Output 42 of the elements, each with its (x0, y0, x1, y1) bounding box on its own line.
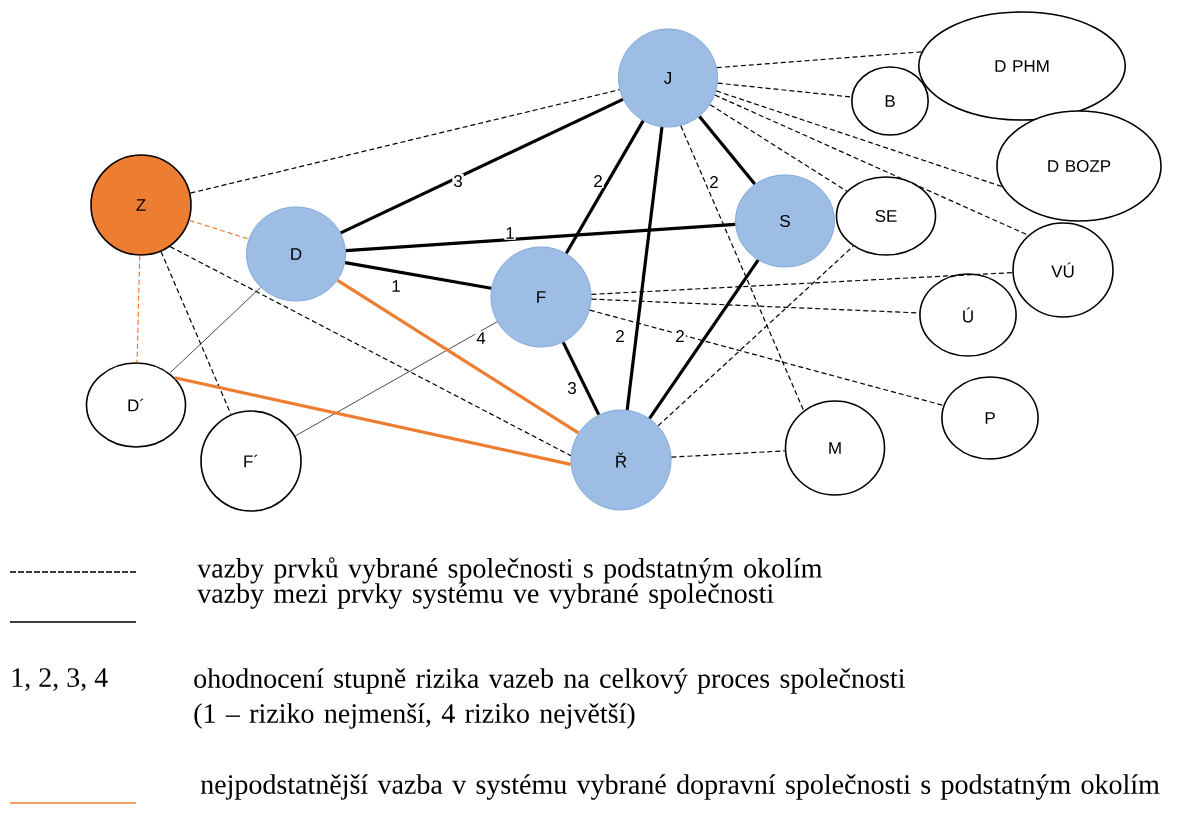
connector-line (670, 450, 786, 458)
connector-line (715, 90, 1003, 188)
legend-text: vazby mezi prvky systému ve vybrané společnosti (197, 583, 774, 609)
connector-line (648, 259, 760, 420)
legend-text: nejpodstatnější vazba v systému vybrané dopravní společnosti s podstatným okolím (200, 774, 1160, 800)
connector-line (717, 82, 852, 98)
legend-key: 1, 2, 3, 4 (12, 668, 108, 692)
connector-line (590, 298, 920, 314)
connector-line (188, 219, 250, 240)
edge-label: 3 (566, 381, 578, 395)
edge-label: 1 (390, 279, 402, 293)
edge-label: 4 (475, 331, 487, 345)
connector-line (189, 89, 621, 194)
edge-label: 2 (674, 329, 686, 343)
connector-line (561, 341, 601, 416)
connector-line (709, 104, 848, 192)
connector-line (716, 51, 923, 69)
legend-text: ohodnocení stupně rizika vazeb na celkový proces společnosti (1 – riziko nejmenší, 4 riziko největší) (194, 668, 905, 729)
connector-line (336, 279, 580, 435)
connector-line (698, 115, 756, 185)
connector-line (625, 126, 664, 411)
connector-line (169, 246, 572, 457)
connector-line (174, 376, 572, 466)
connector-line (169, 287, 261, 374)
connector-line (345, 222, 736, 253)
edge-label: 3 (452, 174, 464, 188)
edge-label: 2 (592, 174, 604, 188)
node-label: D BOZP (1048, 159, 1111, 173)
edge-label: 2 (614, 329, 626, 343)
connector-line (564, 120, 645, 255)
edge-label: 2 (708, 175, 720, 189)
connector-line (136, 255, 141, 363)
connector-line (590, 272, 1013, 295)
connector-line (340, 97, 624, 235)
connector-line (680, 125, 805, 412)
connector-line (160, 251, 232, 415)
connector-line (344, 261, 492, 290)
legend-text: vazby prvků vybrané společnosti s podstatným okolím (197, 557, 823, 584)
connector-line (657, 245, 854, 427)
connector-line (294, 321, 498, 437)
connector-line (589, 309, 944, 407)
edge-label: 1 (504, 226, 516, 240)
